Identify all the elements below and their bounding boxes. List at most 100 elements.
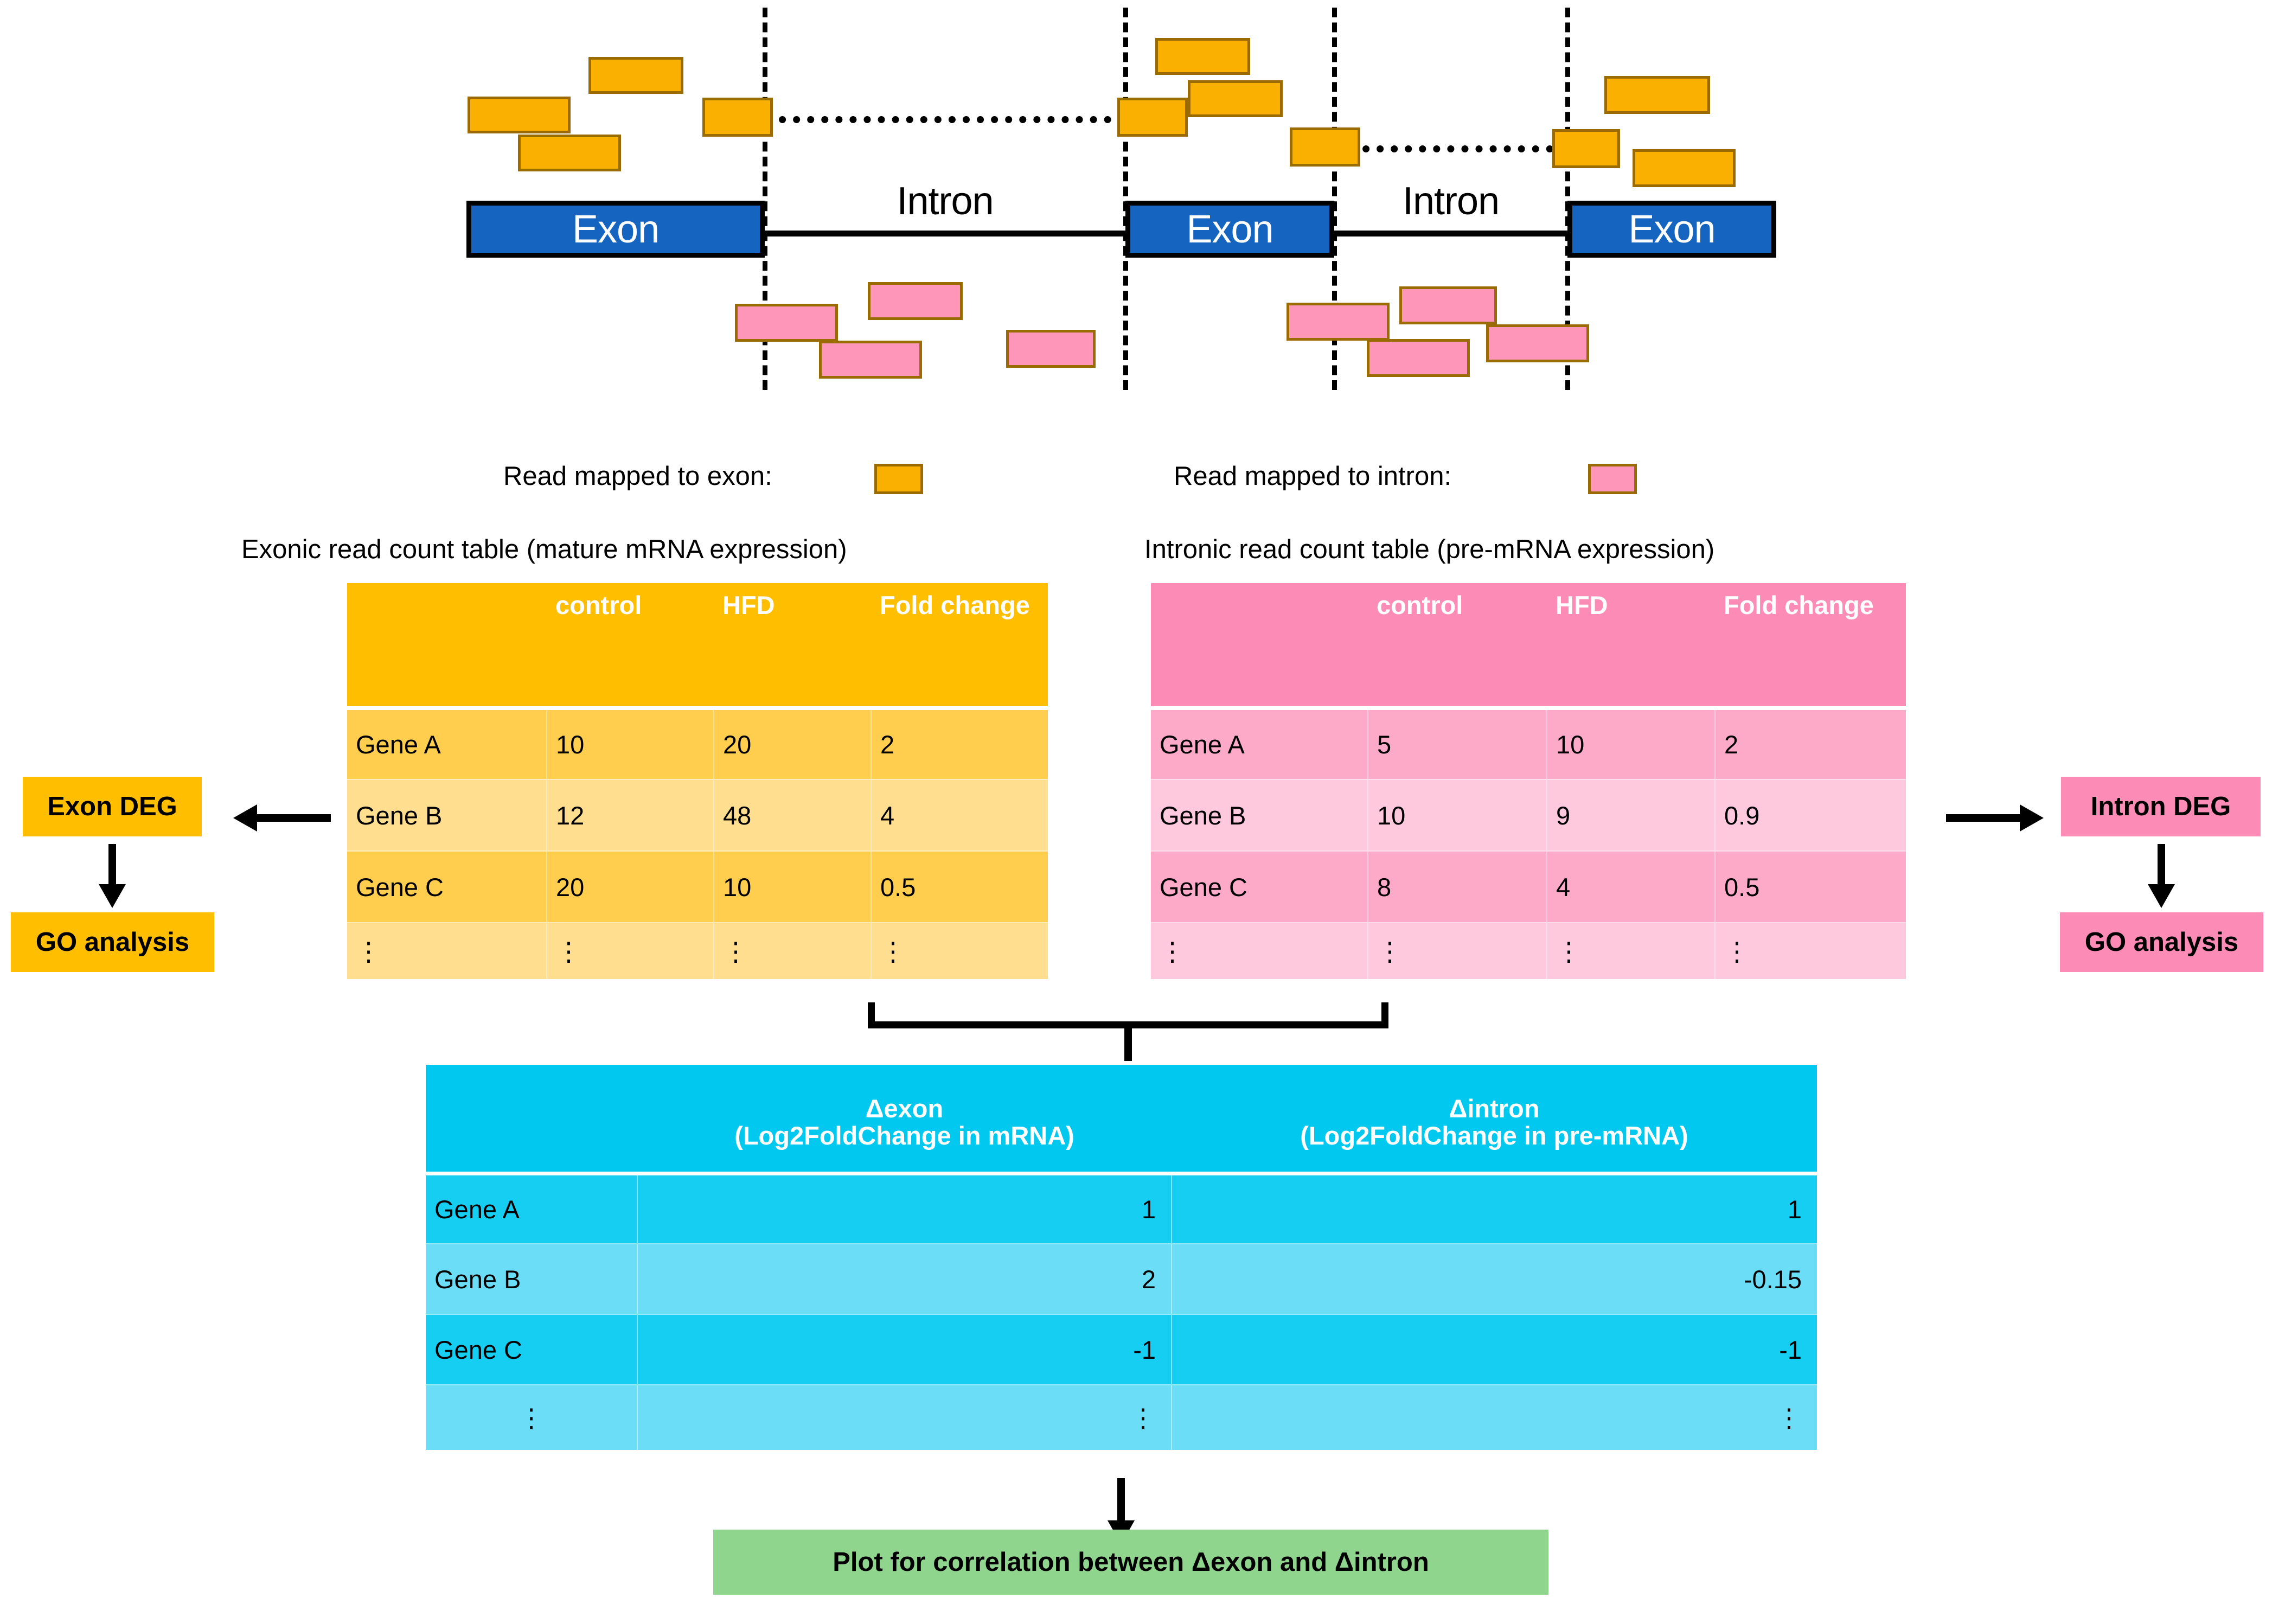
exonic-table-title: Exonic read count table (mature mRNA exp… xyxy=(241,535,847,564)
exon-block-3: Exon xyxy=(1567,201,1776,258)
delta-exon-intron-table: Δexon (Log2FoldChange in mRNA) Δintron (… xyxy=(426,1065,1817,1450)
splice-boundary-line xyxy=(763,8,767,390)
correlation-plot-box[interactable]: Plot for correlation between Δexon and Δ… xyxy=(713,1530,1548,1595)
intronic-read xyxy=(735,304,838,342)
table-row: Gene C -1 -1 xyxy=(426,1314,1817,1385)
table-row: Gene A 10 20 2 xyxy=(347,706,1048,779)
delta-intron-title: Δintron xyxy=(1449,1094,1540,1123)
table-row: Gene B 2 -0.15 xyxy=(426,1243,1817,1314)
intron-deg-box[interactable]: Intron DEG xyxy=(2061,777,2261,836)
exonic-read xyxy=(1155,38,1250,75)
table-row: Gene A 1 1 xyxy=(426,1171,1817,1244)
correlation-plot-label: Plot for correlation between Δexon and Δ… xyxy=(833,1548,1429,1577)
cell-hfd: 9 xyxy=(1546,779,1715,851)
cell-gene: Gene C xyxy=(426,1314,637,1385)
exon-go-analysis-box[interactable]: GO analysis xyxy=(11,912,214,972)
cell-gene: Gene B xyxy=(1151,779,1368,851)
cell-delta-exon: -1 xyxy=(637,1314,1172,1385)
col-header-delta-exon: Δexon (Log2FoldChange in mRNA) xyxy=(637,1065,1172,1173)
splice-boundary-line xyxy=(1123,8,1128,390)
cell-control: 5 xyxy=(1367,706,1547,779)
exon-block-2: Exon xyxy=(1125,201,1334,258)
cell-hfd: ⋮ xyxy=(1546,922,1715,979)
exonic-read-junction xyxy=(1290,127,1360,167)
exon-label: Exon xyxy=(1186,207,1273,251)
delta-intron-subtitle: (Log2FoldChange in pre-mRNA) xyxy=(1300,1121,1688,1150)
exonic-read-junction xyxy=(702,98,773,137)
cell-delta-intron: -0.15 xyxy=(1171,1243,1817,1314)
arrow-intron-deg-to-go xyxy=(2148,844,2175,908)
cell-fold-change: 0.5 xyxy=(871,851,1048,923)
intronic-read xyxy=(868,282,963,320)
table-row: Gene A 5 10 2 xyxy=(1151,706,1906,779)
cell-fold-change: 2 xyxy=(871,706,1048,779)
legend-exon-read-label: Read mapped to exon: xyxy=(503,462,772,491)
exon-go-label: GO analysis xyxy=(35,928,190,957)
exonic-read-junction xyxy=(1552,129,1620,168)
table-row-ellipsis: ⋮ ⋮ ⋮ xyxy=(426,1384,1817,1450)
cell-fold-change: 2 xyxy=(1714,706,1906,779)
merge-brace xyxy=(868,1002,1388,1061)
cell-fold-change: 0.5 xyxy=(1714,851,1906,923)
exon-deg-box[interactable]: Exon DEG xyxy=(23,777,202,836)
cell-delta-exon: 1 xyxy=(637,1171,1172,1244)
cell-hfd: ⋮ xyxy=(713,922,871,979)
junction-read-connector xyxy=(1334,145,1567,152)
exon-label: Exon xyxy=(1628,207,1716,251)
intronic-read xyxy=(1399,286,1497,324)
intronic-read-count-table: control HFD Fold change Gene A 5 10 2 Ge… xyxy=(1151,583,1906,979)
arrow-to-intron-deg xyxy=(1946,804,2044,832)
table-row: Gene B 12 48 4 xyxy=(347,779,1048,851)
cell-fold-change: ⋮ xyxy=(871,922,1048,979)
intronic-read xyxy=(1286,303,1390,341)
exon-deg-label: Exon DEG xyxy=(47,792,177,821)
cell-gene: Gene B xyxy=(426,1243,637,1314)
intronic-read xyxy=(1367,339,1470,377)
delta-exon-subtitle: (Log2FoldChange in mRNA) xyxy=(734,1121,1074,1150)
cell-delta-intron: ⋮ xyxy=(1171,1384,1817,1450)
splice-boundary-line xyxy=(1565,8,1570,390)
exonic-read xyxy=(1633,149,1736,187)
cell-hfd: 10 xyxy=(1546,706,1715,779)
cell-fold-change: 0.9 xyxy=(1714,779,1906,851)
col-header-fold-change: Fold change xyxy=(871,583,1048,708)
exonic-read xyxy=(1188,80,1283,117)
legend-exon-read-swatch xyxy=(874,464,923,494)
cell-fold-change: 4 xyxy=(871,779,1048,851)
col-header-gene xyxy=(1151,583,1368,708)
cell-gene: Gene A xyxy=(347,706,547,779)
exonic-read-count-table: control HFD Fold change Gene A 10 20 2 G… xyxy=(347,583,1048,979)
splice-boundary-line xyxy=(1332,8,1337,390)
cell-hfd: 48 xyxy=(713,779,871,851)
cell-gene: ⋮ xyxy=(1151,922,1368,979)
legend-intron-read-label: Read mapped to intron: xyxy=(1174,462,1452,491)
intronic-table-title: Intronic read count table (pre-mRNA expr… xyxy=(1144,535,1715,564)
intron-deg-label: Intron DEG xyxy=(2090,792,2231,821)
cell-control: ⋮ xyxy=(546,922,714,979)
cell-control: ⋮ xyxy=(1367,922,1547,979)
exon-block-1: Exon xyxy=(466,201,765,258)
col-header-control: control xyxy=(1368,583,1547,708)
col-header-fold-change: Fold change xyxy=(1715,583,1906,708)
cell-hfd: 20 xyxy=(713,706,871,779)
delta-exon-title: Δexon xyxy=(865,1094,944,1123)
col-header-gene xyxy=(347,583,547,708)
col-header-control: control xyxy=(547,583,714,708)
col-header-gene xyxy=(426,1065,637,1173)
cell-control: 10 xyxy=(546,706,714,779)
intron-go-analysis-box[interactable]: GO analysis xyxy=(2060,912,2263,972)
cell-control: 20 xyxy=(546,851,714,923)
table-header-row: control HFD Fold change xyxy=(347,583,1048,708)
cell-delta-intron: -1 xyxy=(1171,1314,1817,1385)
arrow-exon-deg-to-go xyxy=(99,844,126,908)
col-header-hfd: HFD xyxy=(714,583,871,708)
table-row: Gene C 20 10 0.5 xyxy=(347,851,1048,923)
exonic-read-junction xyxy=(1117,98,1188,137)
cell-fold-change: ⋮ xyxy=(1714,922,1906,979)
cell-gene: Gene A xyxy=(426,1171,637,1244)
table-row-ellipsis: ⋮ ⋮ ⋮ ⋮ xyxy=(347,922,1048,979)
intronic-read xyxy=(1486,324,1589,362)
cell-hfd: 4 xyxy=(1546,851,1715,923)
exon-label: Exon xyxy=(572,207,660,251)
cell-gene: Gene B xyxy=(347,779,547,851)
